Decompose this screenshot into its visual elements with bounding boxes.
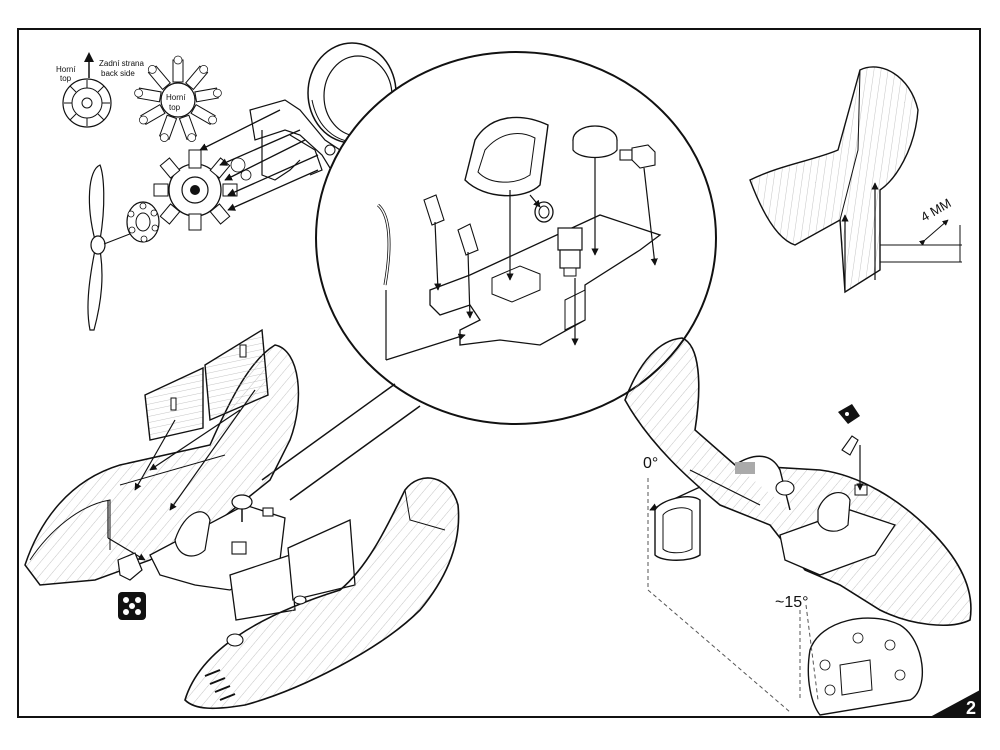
control-stick-knob bbox=[572, 125, 618, 256]
up-arrow-icon bbox=[84, 52, 94, 78]
windscreen-panels bbox=[229, 519, 356, 621]
upright-angle-label: 0° bbox=[643, 455, 658, 472]
right-fuselage-half bbox=[184, 477, 460, 710]
small-bracket-parts bbox=[838, 404, 860, 456]
seat bbox=[464, 116, 549, 197]
front-ring-diagram bbox=[62, 78, 112, 128]
propeller bbox=[87, 164, 141, 331]
offset-label: 4 MM bbox=[918, 195, 954, 224]
page-corner: 2 bbox=[930, 690, 980, 718]
control-column bbox=[557, 227, 583, 277]
center-top-label-en: top bbox=[169, 103, 181, 112]
bulkhead-upright bbox=[654, 496, 701, 561]
fuselage-arrows bbox=[107, 389, 256, 561]
cockpit-assembly-arrows bbox=[385, 190, 579, 361]
sheet-border bbox=[17, 28, 981, 718]
assembled-fuselage bbox=[624, 337, 972, 626]
engine-orientation-callout: Horní top Zadní strana back side bbox=[56, 52, 222, 142]
back-side-label-en: back side bbox=[101, 69, 135, 78]
small-brackets bbox=[376, 194, 479, 286]
center-top-label-cz: Horní bbox=[166, 93, 186, 102]
cockpit-detail-callout bbox=[261, 51, 717, 501]
tilted-angle-label: ~15° bbox=[775, 594, 809, 611]
engine-assembly-arrows bbox=[199, 109, 319, 211]
back-side-label-cz: Zadní strana bbox=[99, 59, 144, 68]
instrument-panel-left bbox=[144, 366, 204, 441]
angle-reference-lines bbox=[647, 478, 819, 713]
photoetched-instrument-fret-icon bbox=[118, 592, 146, 620]
instrument-panel-right bbox=[204, 328, 269, 422]
rudder-pedal-bracket bbox=[619, 144, 658, 266]
top-label-en: top bbox=[60, 74, 72, 83]
rear-cylinder-star-diagram: Horní top bbox=[134, 55, 222, 142]
offset-dimension bbox=[880, 219, 962, 263]
page-number: 2 bbox=[966, 698, 976, 718]
tank-part bbox=[117, 552, 143, 581]
instrument-panel-tilted bbox=[807, 617, 923, 716]
top-label-cz: Horní bbox=[56, 65, 76, 74]
tail-fin-detail: 4 MM bbox=[749, 66, 962, 294]
front-cylinder-ring bbox=[126, 201, 160, 243]
radial-engine bbox=[153, 149, 252, 231]
